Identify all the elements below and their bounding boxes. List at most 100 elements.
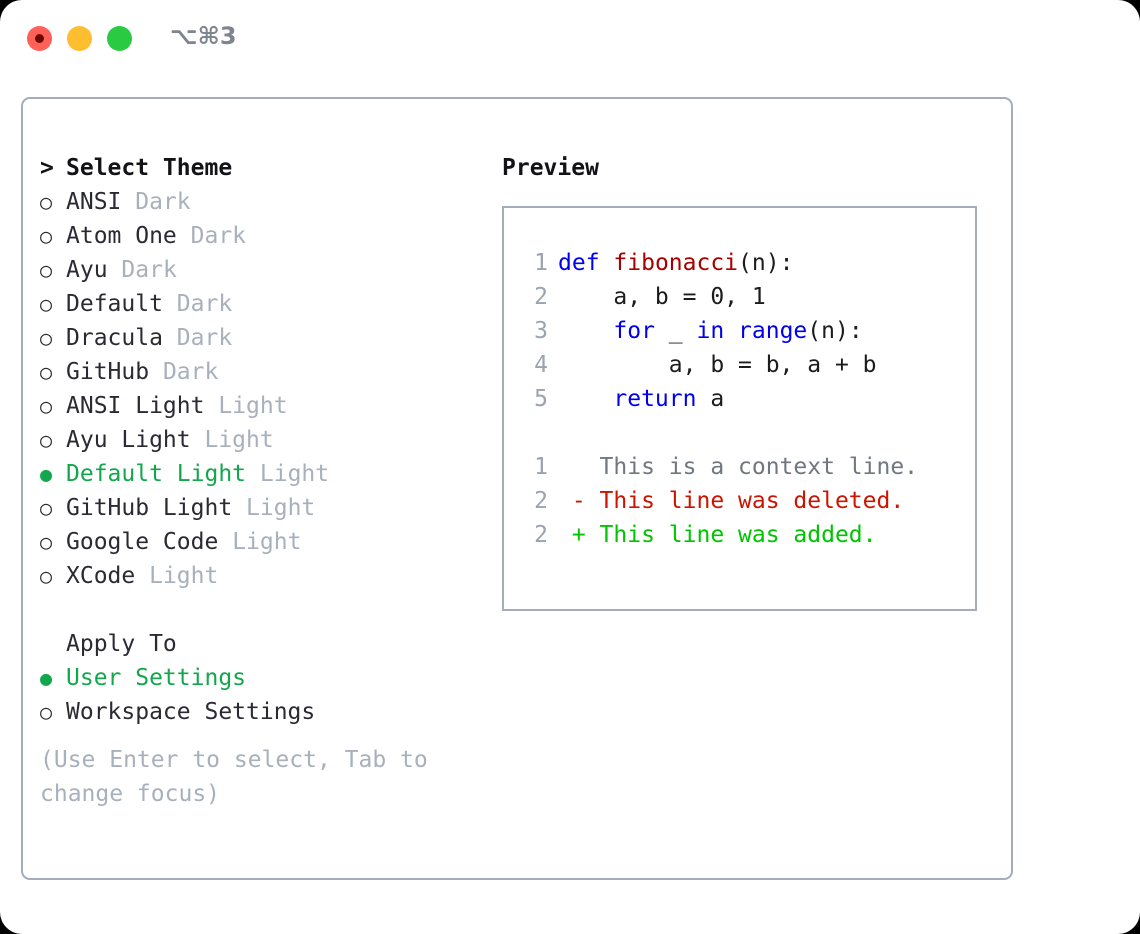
theme-option-row[interactable]: ○ANSI Light Light bbox=[40, 389, 480, 423]
line-number: 4 bbox=[534, 352, 548, 378]
diff-line: 2 + This line was added. bbox=[522, 518, 918, 552]
radio-unselected-icon: ○ bbox=[40, 394, 53, 418]
code-token: for bbox=[613, 318, 655, 344]
radio-unselected-icon: ○ bbox=[40, 326, 53, 350]
theme-category-label: Dark bbox=[162, 359, 219, 385]
theme-option-name: Ayu Light bbox=[66, 427, 191, 453]
radio-unselected-icon: ○ bbox=[40, 360, 53, 384]
theme-category-label: Light bbox=[232, 529, 302, 555]
code-token: (n): bbox=[738, 250, 794, 276]
theme-category-label: Dark bbox=[176, 291, 233, 317]
theme-option-row[interactable]: ○Atom One Dark bbox=[40, 219, 480, 253]
apply-to-option-label: User Settings bbox=[66, 665, 247, 691]
theme-option-row[interactable]: ○ Ayu Light Light bbox=[40, 423, 480, 457]
theme-list-column: >Select Theme ○ANSI Dark○Atom One Dark○A… bbox=[40, 151, 480, 811]
code-token: a, b = b, a + b bbox=[558, 352, 877, 378]
code-token: return bbox=[613, 386, 697, 412]
theme-option-row[interactable]: ○ GitHub Light Light bbox=[40, 491, 480, 525]
select-theme-heading: > Select Theme bbox=[40, 151, 480, 185]
theme-picker-panel: >Select Theme ○ANSI Dark○Atom One Dark○A… bbox=[21, 97, 1013, 880]
radio-unselected-icon: ○ bbox=[40, 224, 53, 248]
apply-to-marker-placeholder: ○ bbox=[40, 627, 66, 661]
code-line: 5 return a bbox=[522, 382, 918, 416]
theme-option-row[interactable]: ● Default Light Light bbox=[40, 457, 480, 491]
radio-unselected-icon: ○ bbox=[40, 190, 53, 214]
theme-category-label: Light bbox=[149, 563, 219, 589]
theme-category-label: Light bbox=[218, 393, 288, 419]
theme-option-name: GitHub bbox=[66, 359, 150, 385]
window-titlebar: ⌥⌘3 bbox=[0, 0, 1140, 78]
apply-to-option-label: Workspace Settings bbox=[66, 699, 316, 725]
code-token bbox=[558, 386, 613, 412]
theme-option-name: ANSI bbox=[66, 189, 122, 215]
theme-option-name: Default bbox=[66, 291, 163, 317]
close-window-icon[interactable] bbox=[27, 26, 52, 51]
code-token: This is a context line. bbox=[558, 454, 919, 480]
theme-option-row[interactable]: ○ XCode Light bbox=[40, 559, 480, 593]
code-token: + This line was added. bbox=[558, 522, 877, 548]
code-token: def bbox=[558, 250, 600, 276]
radio-unselected-icon: ○ bbox=[40, 428, 53, 452]
code-token: a, b = 0, 1 bbox=[558, 284, 766, 310]
theme-option-name: Default Light bbox=[66, 461, 247, 487]
radio-unselected-icon: ○ bbox=[40, 496, 53, 520]
keyboard-hint-text: (Use Enter to select, Tab to change focu… bbox=[40, 747, 428, 807]
radio-selected-icon: ● bbox=[40, 462, 53, 486]
radio-unselected-icon: ○ bbox=[40, 700, 53, 724]
code-token bbox=[724, 318, 738, 344]
theme-option-name: XCode bbox=[66, 563, 136, 589]
theme-option-row[interactable]: ○Ayu Dark bbox=[40, 253, 480, 287]
line-number: 2 bbox=[534, 284, 548, 310]
radio-selected-icon: ● bbox=[40, 666, 53, 690]
preview-title: Preview bbox=[502, 155, 599, 181]
theme-category-label: Light bbox=[259, 461, 330, 487]
theme-option-name: Dracula bbox=[66, 325, 163, 351]
maximize-window-icon[interactable] bbox=[107, 26, 132, 51]
theme-option-row[interactable]: ○ Default Dark bbox=[40, 287, 480, 321]
apply-to-heading: ○Apply To bbox=[40, 627, 480, 661]
prompt-caret-icon: > bbox=[40, 155, 54, 181]
code-token: range bbox=[738, 318, 808, 344]
code-token bbox=[600, 250, 614, 276]
apply-to-option-row[interactable]: ● User Settings bbox=[40, 661, 480, 695]
code-token: fibonacci bbox=[613, 250, 739, 276]
theme-option-name: GitHub Light bbox=[66, 495, 233, 521]
code-token: (n): bbox=[807, 318, 863, 344]
line-number: 5 bbox=[534, 386, 548, 412]
code-token bbox=[558, 318, 613, 344]
theme-option-row[interactable]: ○Google Code Light bbox=[40, 525, 480, 559]
code-line: 4 a, b = b, a + b bbox=[522, 348, 918, 382]
theme-option-row[interactable]: ○ Dracula Dark bbox=[40, 321, 480, 355]
diff-line: 1 This is a context line. bbox=[522, 450, 918, 484]
theme-option-name: Atom One bbox=[66, 223, 177, 249]
keyboard-shortcut-label: ⌥⌘3 bbox=[170, 22, 237, 50]
code-line: 3 for _ in range(n): bbox=[522, 314, 918, 348]
code-token: in bbox=[696, 318, 725, 344]
apply-to-heading-label: Apply To bbox=[66, 631, 177, 657]
theme-option-row[interactable]: ○ANSI Dark bbox=[40, 185, 480, 219]
code-token: _ bbox=[654, 318, 697, 344]
apply-to-option-row[interactable]: ○ Workspace Settings bbox=[40, 695, 480, 729]
diff-line: 2 - This line was deleted. bbox=[522, 484, 918, 518]
radio-unselected-icon: ○ bbox=[40, 564, 53, 588]
apply-to-option-list[interactable]: ● User Settings ○ Workspace Settings bbox=[40, 661, 480, 729]
code-line: 1 def fibonacci(n): bbox=[522, 246, 918, 280]
line-number: 1 bbox=[534, 250, 548, 276]
code-token: - This line was deleted. bbox=[558, 488, 905, 514]
radio-unselected-icon: ○ bbox=[40, 530, 53, 554]
radio-unselected-icon: ○ bbox=[40, 258, 53, 282]
theme-category-label: Dark bbox=[176, 325, 233, 351]
line-number: 1 bbox=[534, 454, 548, 480]
radio-unselected-icon: ○ bbox=[40, 292, 53, 316]
select-theme-heading-label: Select Theme bbox=[66, 155, 233, 181]
theme-option-name: Ayu bbox=[66, 257, 108, 283]
theme-category-label: Light bbox=[246, 495, 316, 521]
theme-option-row[interactable]: ○ GitHub Dark bbox=[40, 355, 480, 389]
theme-category-label: Light bbox=[204, 427, 274, 453]
minimize-window-icon[interactable] bbox=[67, 26, 92, 51]
theme-option-list[interactable]: ○ ANSI Dark ○ Atom One Dark ○ Ayu Dark ○ Defaul… bbox=[40, 185, 480, 593]
